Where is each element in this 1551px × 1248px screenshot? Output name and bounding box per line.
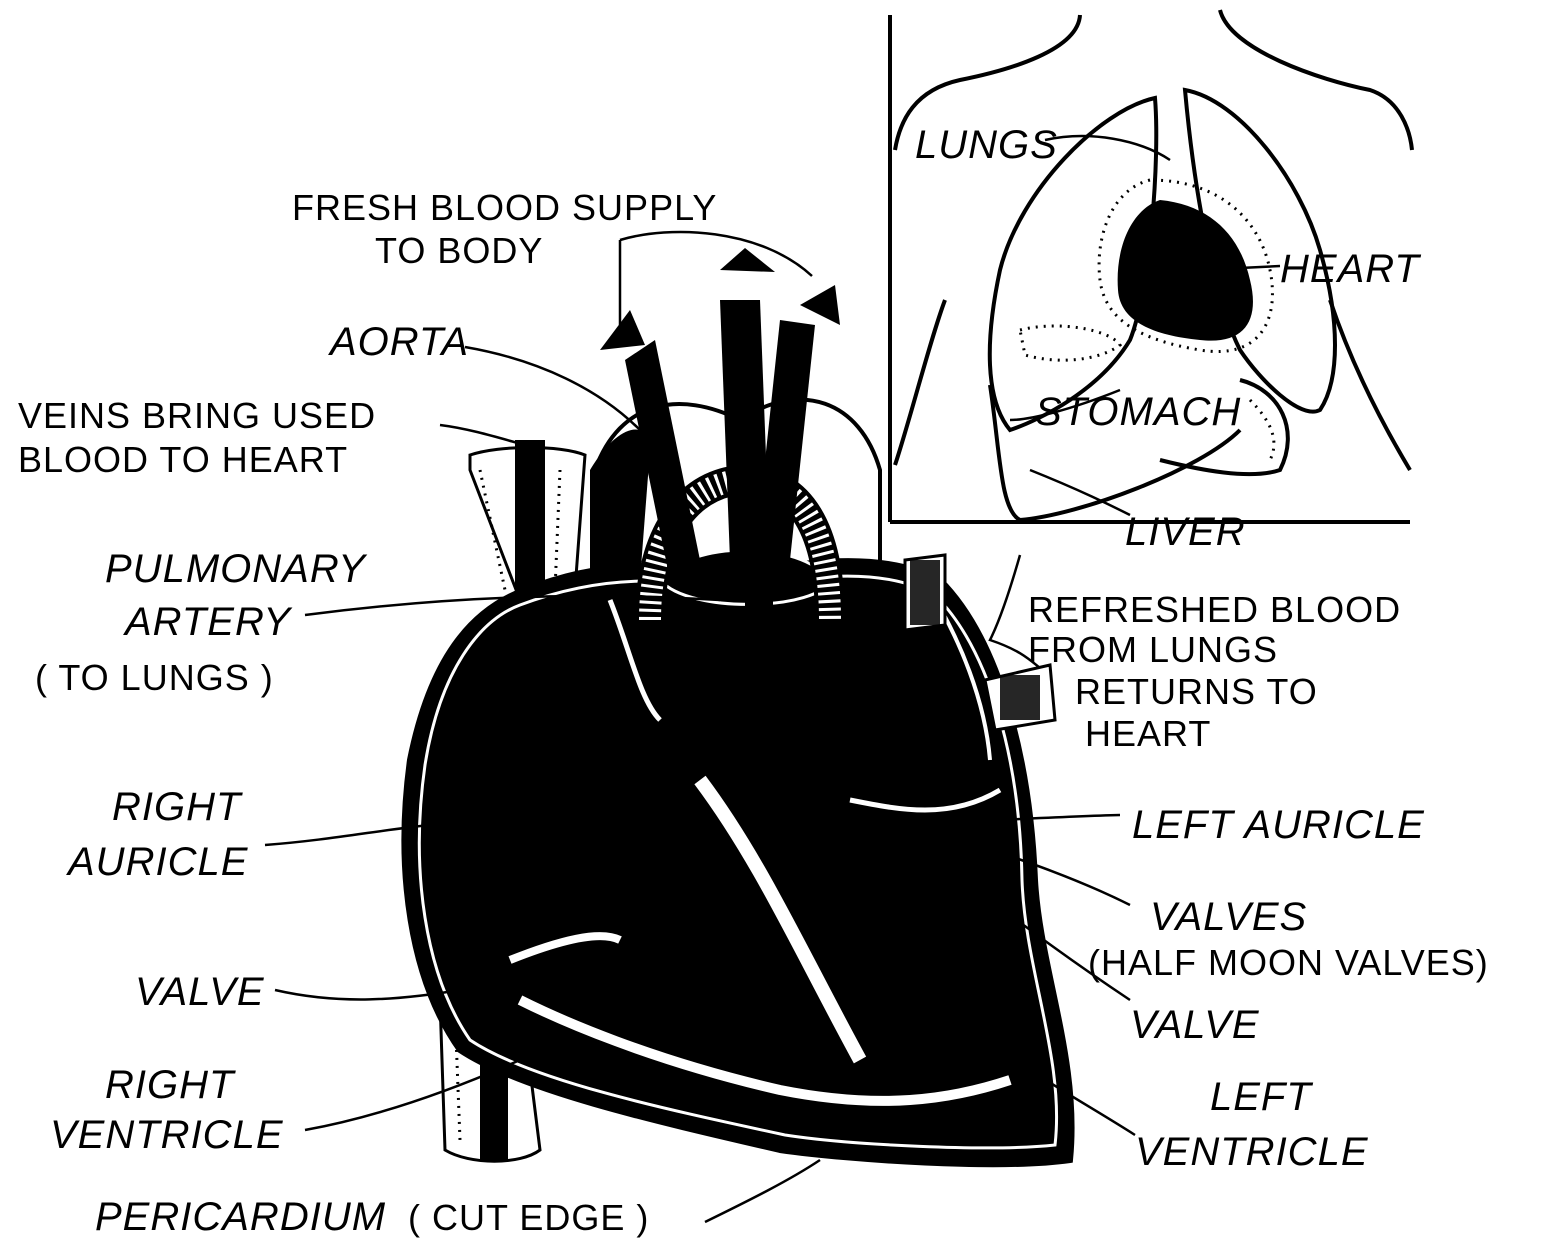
right-ventricle-label-1: RIGHT (105, 1063, 236, 1107)
left-auricle-label: LEFT AURICLE (1132, 803, 1425, 847)
refreshed-label-2: FROM LUNGS (1028, 629, 1278, 670)
arrow-up-icon (720, 248, 775, 272)
fresh-blood-label-2: TO BODY (375, 230, 543, 271)
left-ventricle-label-1: LEFT (1210, 1075, 1313, 1119)
pericardium-outer (404, 561, 1071, 1164)
veins-label-1: VEINS BRING USED (18, 395, 376, 436)
refreshed-label-4: HEART (1085, 713, 1211, 754)
inset-liver-label: LIVER (1125, 510, 1246, 554)
refreshed-label-3: RETURNS TO (1075, 671, 1318, 712)
valves-label-1: VALVES (1150, 895, 1307, 939)
valve-right-label: VALVE (1130, 1003, 1260, 1047)
right-ventricle-label-2: VENTRICLE (50, 1113, 284, 1157)
fresh-blood-bracket (620, 232, 812, 276)
valve-left-label: VALVE (135, 970, 265, 1014)
refreshed-label-1: REFRESHED BLOOD (1028, 589, 1401, 630)
veins-label-2: BLOOD TO HEART (18, 439, 348, 480)
pericardium-note-label: ( CUT EDGE ) (408, 1197, 649, 1238)
left-ventricle-label-2: VENTRICLE (1135, 1130, 1369, 1174)
arrow-left-icon (600, 310, 645, 350)
pulmonary-label-3: ( TO LUNGS ) (35, 657, 274, 698)
inset-lungs-label: LUNGS (915, 123, 1058, 167)
valves-label-2: (HALF MOON VALVES) (1088, 942, 1489, 983)
right-auricle-label-1: RIGHT (112, 785, 243, 829)
inset-heart-shape (1118, 200, 1253, 341)
vein-striped-top (515, 440, 545, 590)
inset-torso: LUNGS HEART STOMACH LIVER (890, 10, 1421, 554)
pulmonary-label-2: ARTERY (123, 600, 293, 644)
aorta-label: AORTA (328, 320, 469, 364)
fresh-blood-label-1: FRESH BLOOD SUPPLY (292, 187, 717, 228)
inset-stomach-label: STOMACH (1035, 390, 1241, 434)
inset-heart-label: HEART (1280, 247, 1421, 291)
pulmonary-label-1: PULMONARY (105, 547, 368, 591)
right-auricle-label-2: AURICLE (66, 840, 249, 884)
main-heart (404, 248, 1071, 1164)
pericardium-label: PERICARDIUM (95, 1195, 386, 1239)
arrow-right-icon (800, 285, 840, 325)
